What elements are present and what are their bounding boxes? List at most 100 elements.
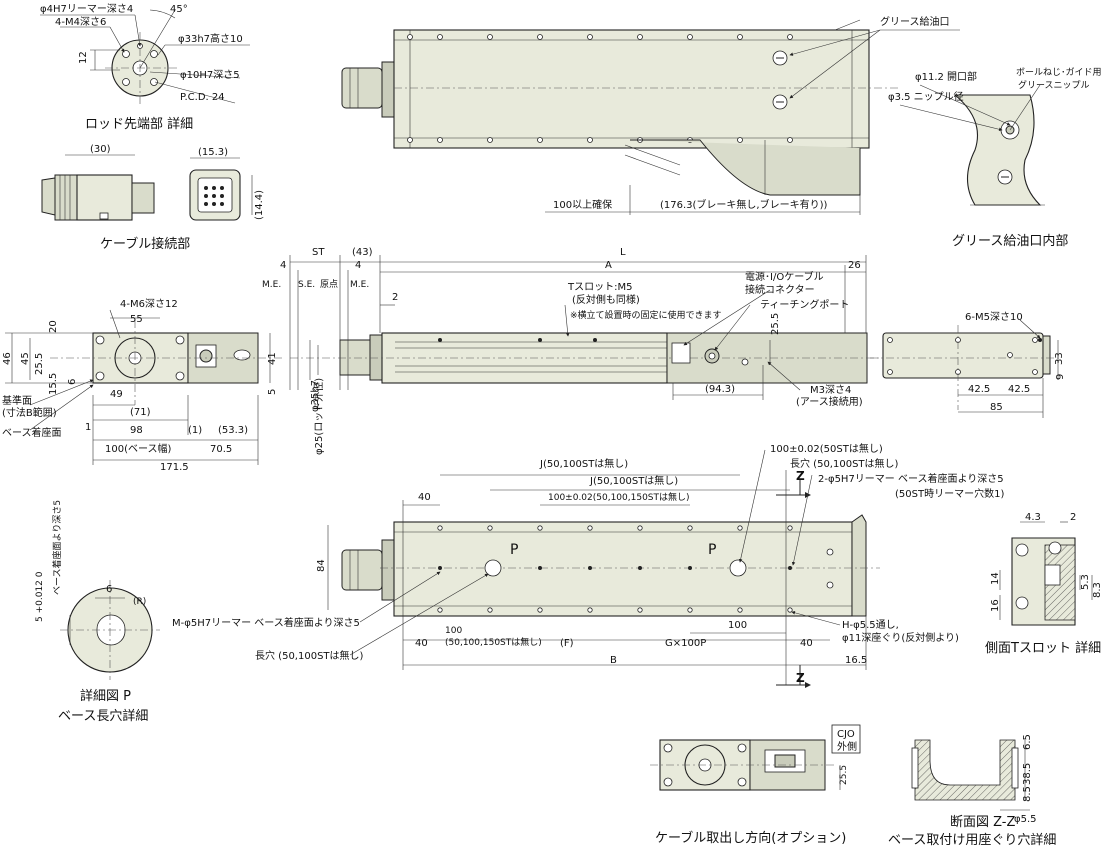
front-label-15: 171.5 [160,462,189,473]
bottom-label-9: P [708,542,716,558]
front-label-19: 基準面 [2,394,32,407]
bottom-label-6: 100±0.02(50,100,150STは無し) [548,491,690,503]
front-label-6: 15.5 [48,373,59,395]
side-label-2: L [620,247,626,258]
bottom-label-17: 長穴 (50,100STは無し) [255,649,364,662]
front-label-17: 5 [267,389,278,395]
option-label-1: 外側 [837,740,857,753]
grease-detail [899,84,1045,206]
bottom-label-14: 100 [728,620,747,631]
bottom-label-15: H-φ5.5通し, [842,619,899,631]
side-label-21: (94.3) [705,384,735,395]
cable-plug [76,174,133,221]
section-zz-body [914,739,1016,801]
end-label-3: 42.5 [968,384,990,395]
top-label-1: 100以上確保 [553,198,612,211]
zz-label-0: 6.5 [1022,734,1033,750]
side-rod [339,339,371,376]
side-label-1: (43) [352,247,373,258]
side-label-6: 4 [355,260,361,271]
bottom-label-13: M-φ5H7リーマー ベース着座面より深さ5 [172,616,360,629]
top-label-0: グリース給油口 [880,15,950,28]
option-label-2: 25.5 [839,765,849,785]
option-label-0: CJO [837,729,855,740]
end-label-5: 85 [990,402,1003,413]
front-label-4: 45 [20,352,31,365]
front-label-1: 55 [130,314,143,325]
zz-label-3: φ5.5 [1014,814,1037,825]
top-label-2: (176.3(ブレーキ無し,ブレーキ有り)) [660,198,828,211]
cable-conn-title: ケーブル接続部 [100,236,190,252]
front-label-0: 4-M6深さ12 [120,298,178,310]
side-label-18: 25.5 [770,313,781,335]
bottom-label-1: 100±0.02(50STは無し) [770,442,883,455]
grease-label-1: φ3.5 ニップル径 [888,90,964,103]
rod-label-1: 4-M4深さ6 [55,16,106,28]
tslot-label-0: 4.3 [1025,512,1041,523]
front-label-18: 1 [85,422,91,433]
cable-connection-detail [41,154,253,221]
grease-label-2: ボールねじ･ガイド用 [1016,67,1102,78]
rod-end-title: ロッド先端部 詳細 [85,116,193,132]
grease-title: グリース給油口内部 [952,233,1068,249]
cable-option-title: ケーブル取出し方向(オプション) [655,830,846,846]
side-label-12: Tスロット:M5 [567,282,632,293]
side-label-17: ティーチングポート [760,298,849,311]
side-label-10: M.E. [350,280,369,290]
side-label-8: S.E. [298,280,315,290]
front-label-5: 25.5 [34,353,45,375]
cable-label-1: (15.3) [198,147,228,158]
top-view [341,19,960,215]
bottom-label-23: 40 [800,638,813,649]
side-label-0: ST [312,247,325,258]
bottom-label-20: (50,100,150STは無し) [445,636,542,648]
rod-label-2: 45° [170,4,188,15]
front-label-21: ベース着座面 [2,426,62,439]
side-label-5: 4 [280,260,286,271]
tslot-label-5: 8.3 [1092,582,1103,598]
side-label-14: ※横立て設置時の固定に使用できます [570,309,722,321]
detail-p [60,580,160,680]
bottom-label-5: (50ST時リーマー穴数1) [895,487,1004,500]
bottom-label-24: B [610,655,617,666]
bottom-label-3: J(50,100STは無し) [589,474,678,487]
grease-label-0: φ11.2 開口部 [915,70,977,83]
front-label-9: (71) [130,407,151,418]
end-label-2: 9 [1055,374,1066,380]
rod-label-6: P.C.D. 24 [180,92,225,103]
bottom-label-8: P [510,542,518,558]
front-label-2: 20 [48,320,59,333]
detail-p-title: 詳細図 P [80,688,131,704]
side-label-22: M3深さ4 [810,384,851,396]
side-label-4: 26 [848,260,861,271]
side-label-7: M.E. [262,280,281,290]
motor-housing [630,139,861,196]
section-zz-subtitle: ベース取付け用座ぐり穴詳細 [888,832,1056,848]
rod-label-5: φ10H7深さ5 [180,69,240,81]
front-label-7: 6 [67,379,78,385]
detailp-label-3: (R) [133,597,146,607]
side-label-15: 電源･I/Oケーブル [745,270,824,283]
cable-label-2: (14.4) [254,190,265,220]
bottom-label-21: (F) [560,638,574,649]
end-view [870,319,1060,418]
rod-label-4: φ33h7高さ10 [178,32,243,45]
detail-p-subtitle: ベース長穴詳細 [58,708,148,724]
tslot-detail [999,521,1093,626]
tslot-label-2: 14 [990,572,1001,585]
bottom-view [327,449,880,688]
bottom-label-16: φ11深座ぐり(反対側より) [842,631,959,644]
front-label-20: (寸法B範囲) [2,406,57,419]
side-label-9: 原点 [320,279,338,290]
rod-label-0: φ4H7リーマー深さ4 [40,3,133,15]
detailp-label-1: ベース着座面より深さ5 [51,500,63,595]
section-zz-title: 断面図 Z-Z [950,815,1016,830]
front-label-16: 41 [267,352,278,365]
tslot-title: 側面Tスロット 詳細 [985,640,1101,656]
end-label-0: 6-M5深さ10 [965,311,1023,323]
side-view [289,255,880,400]
bottom-label-25: 16.5 [845,655,867,666]
